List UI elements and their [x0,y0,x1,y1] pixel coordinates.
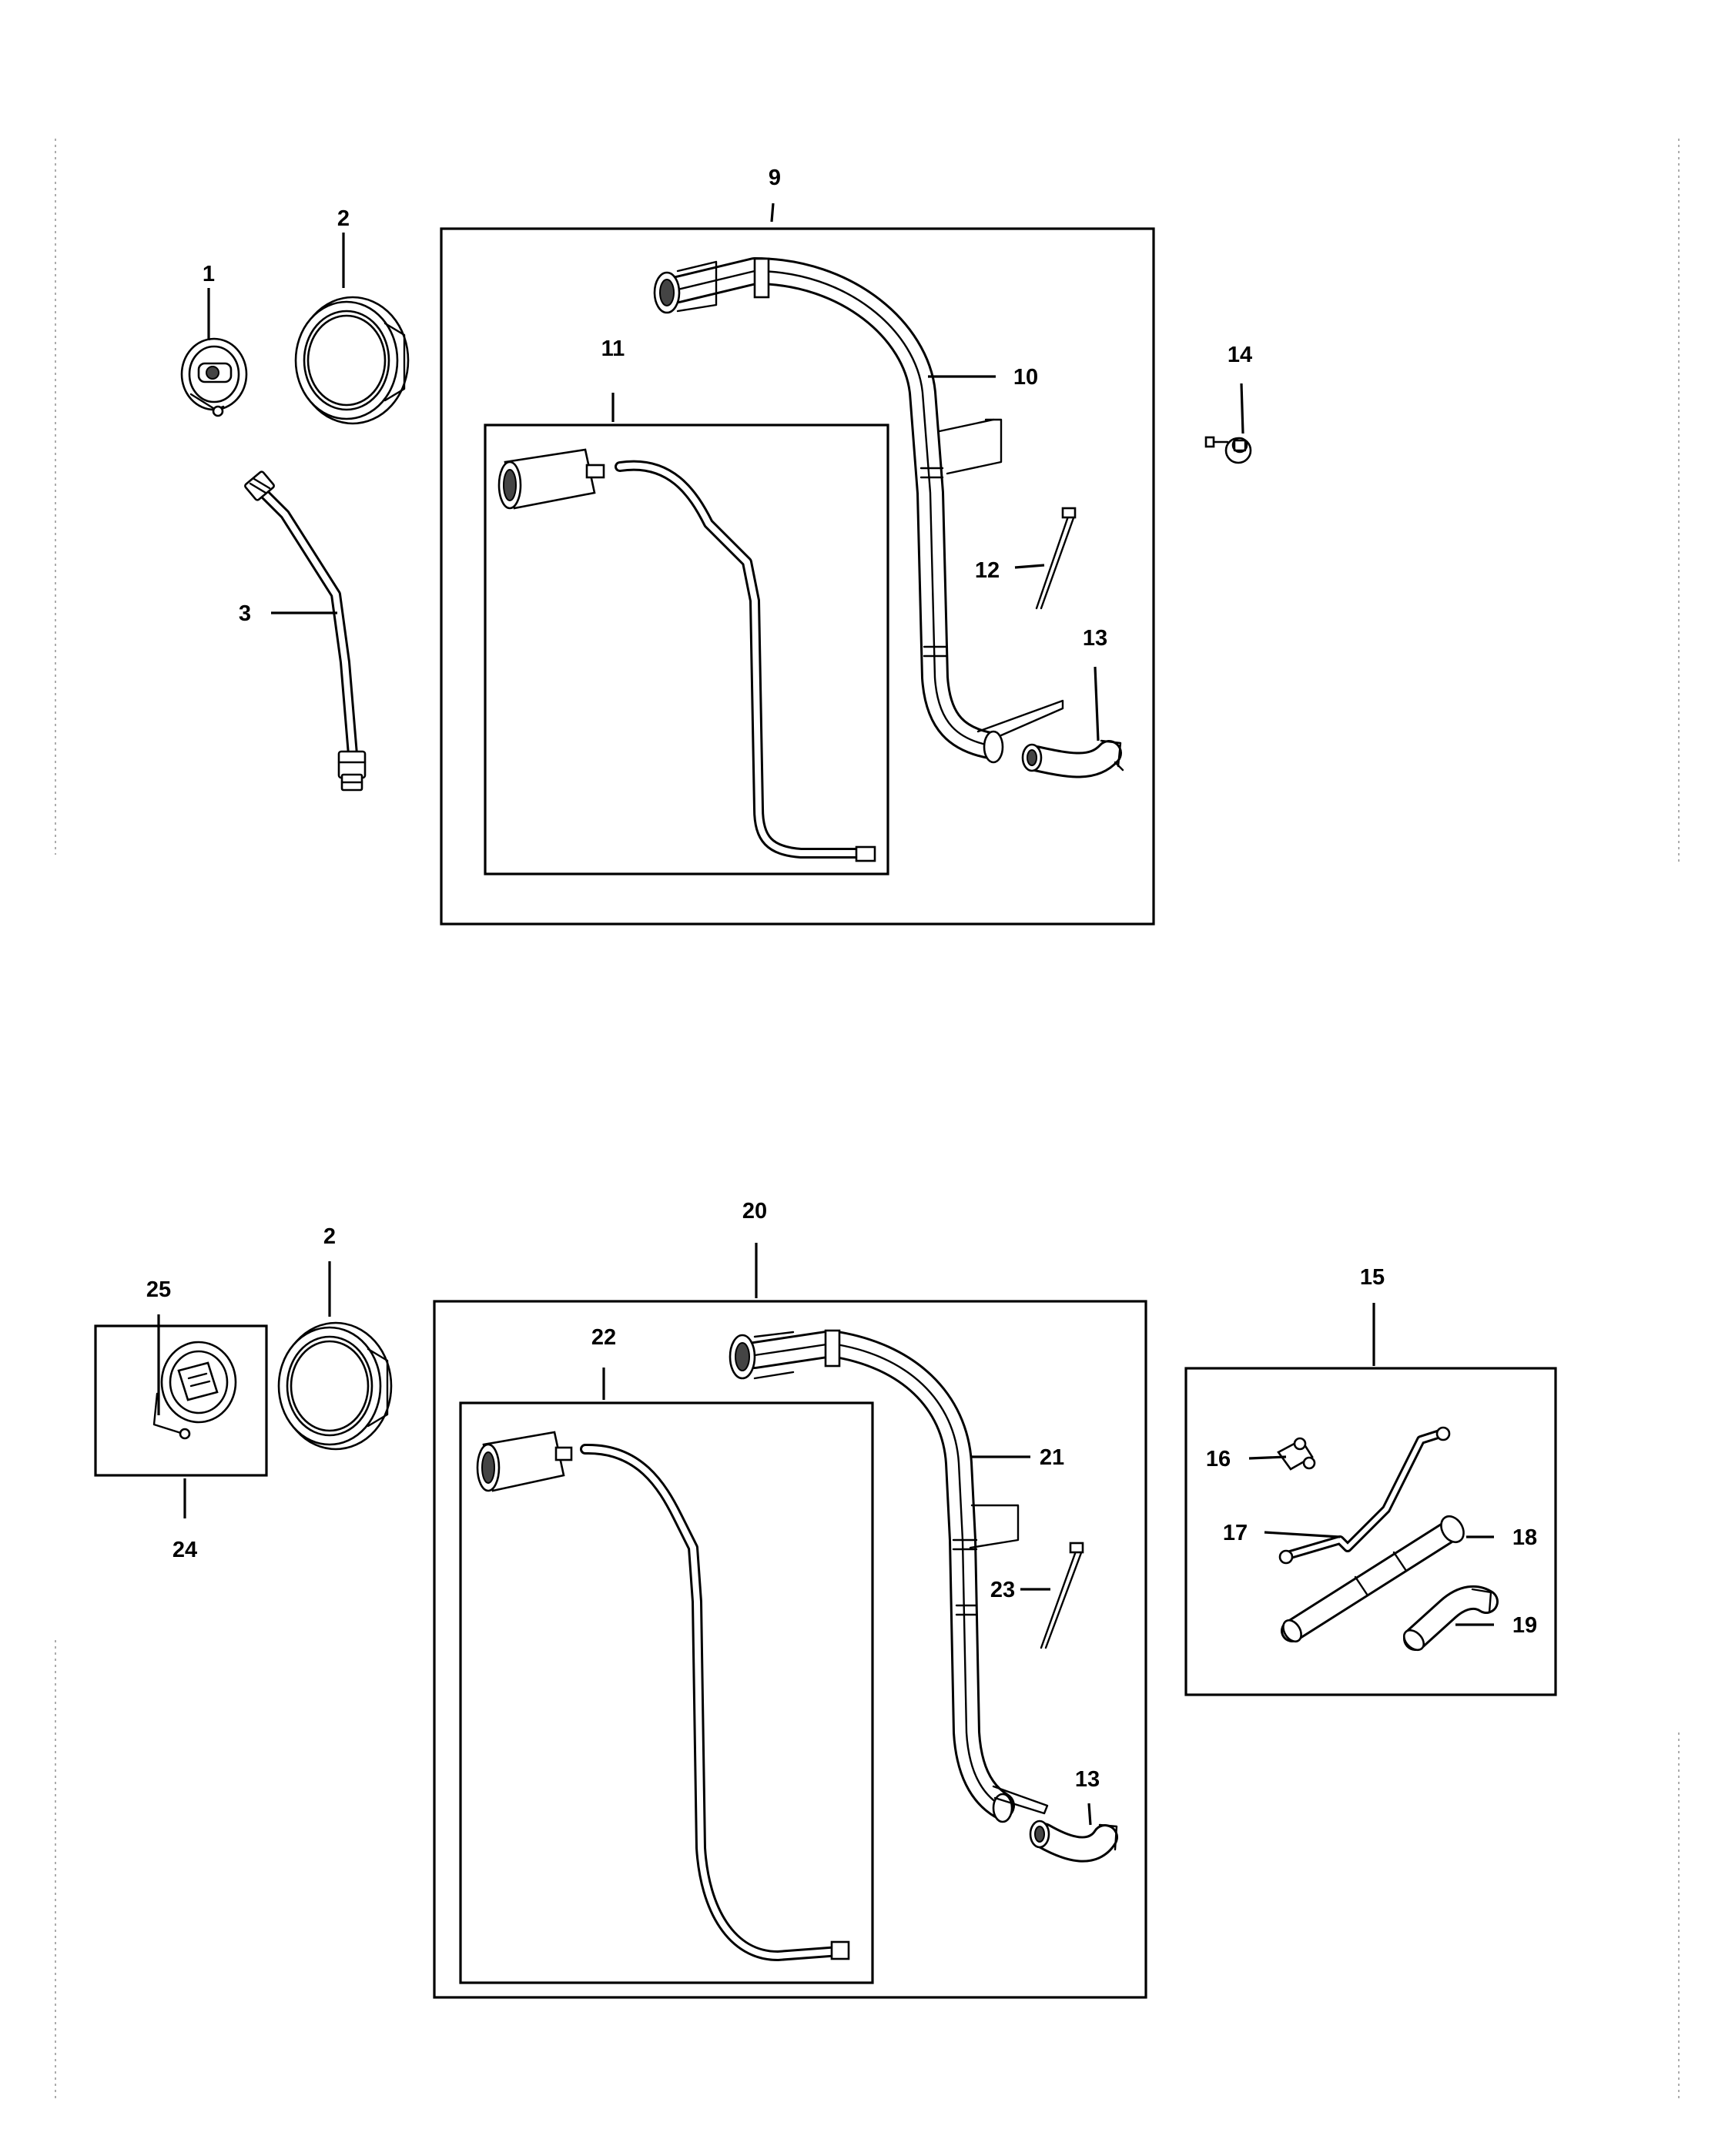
kit-15-frame [1184,1367,1557,1696]
callout-1: 1 [203,262,215,286]
part-17-vent-tube[interactable] [1278,1426,1451,1565]
page-edge-guides [55,139,1680,2102]
callout-2: 2 [337,206,350,231]
leader-13 [1094,666,1100,742]
callout-15: 15 [1360,1265,1385,1290]
callout-13: 13 [1083,626,1107,651]
callout-9: 9 [769,166,781,190]
callout-3: 3 [239,601,251,626]
leader-14 [1240,383,1244,434]
part-13-elbow-hose[interactable] [1021,739,1124,778]
callout-16: 16 [1206,1447,1231,1471]
callout-10: 10 [1013,365,1038,390]
callout-11: 11 [601,336,625,361]
leader-9 [770,203,775,223]
leader-13b [1087,1803,1092,1826]
callout-25: 25 [146,1277,171,1302]
part-19-hose[interactable] [1400,1585,1499,1654]
callout-2-lower: 2 [323,1224,336,1249]
callout-19: 19 [1512,1613,1537,1638]
callout-18: 18 [1512,1525,1537,1550]
part-11-vapor-line[interactable] [497,448,876,862]
kit-24-frame [94,1324,268,1477]
part-12-tie-strap[interactable] [1035,507,1077,610]
callout-24: 24 [172,1538,197,1562]
leader-17 [1264,1531,1341,1538]
part-3-vent-line[interactable] [244,470,367,792]
callout-14: 14 [1228,343,1252,367]
leader-12 [1014,564,1045,569]
part-21-filler-tube[interactable] [729,1329,1049,1823]
callout-21: 21 [1040,1445,1064,1470]
kit-11-frame [484,424,889,875]
kit-20-frame [433,1300,1147,1999]
part-22-vapor-line[interactable] [476,1431,850,1961]
part-16-valve[interactable] [1277,1437,1316,1471]
callout-23: 23 [990,1578,1015,1602]
part-2-filler-bezel-lower[interactable] [277,1321,393,1451]
part-10-filler-tube[interactable] [653,257,1064,764]
part-25-capless-insert[interactable] [152,1341,237,1440]
callout-17: 17 [1223,1521,1248,1545]
part-1-fuel-cap[interactable] [180,337,248,417]
callout-13-lower: 13 [1075,1767,1100,1792]
leader-16 [1248,1455,1287,1460]
part-13-elbow-hose-lower[interactable] [1029,1820,1118,1863]
callout-20: 20 [742,1199,767,1224]
part-14-bolt[interactable] [1204,436,1252,464]
part-23-tie-strap[interactable] [1040,1542,1084,1649]
callout-22: 22 [591,1325,616,1350]
callout-12: 12 [975,558,1000,583]
kit-22-frame [459,1401,874,1984]
kit-9-frame [440,227,1155,926]
part-2-filler-bezel[interactable] [294,296,410,425]
part-18-filler-pipe[interactable] [1280,1512,1469,1645]
